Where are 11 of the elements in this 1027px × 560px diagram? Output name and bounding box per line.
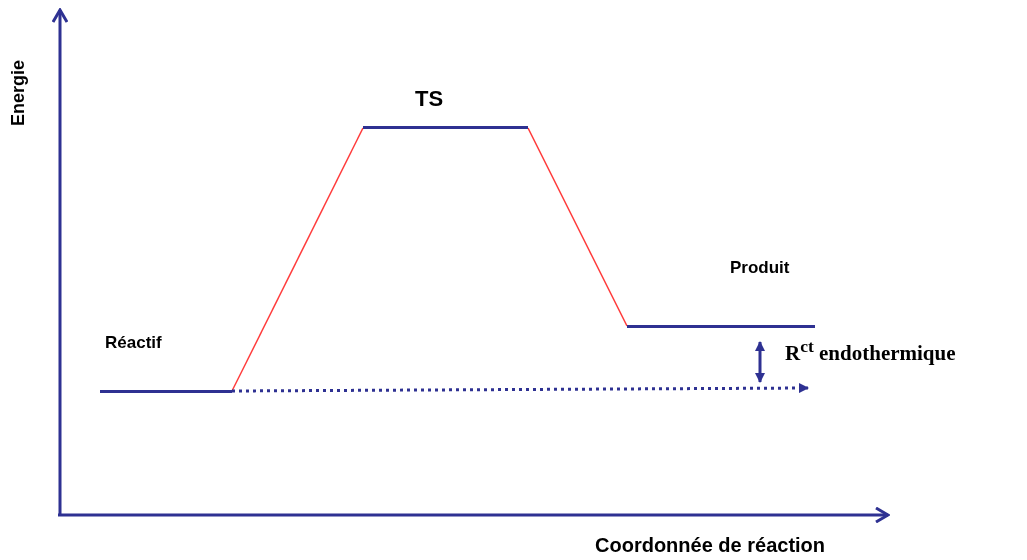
connector-line xyxy=(231,127,364,392)
axis-title: Energie xyxy=(8,59,29,126)
dotted-arrow xyxy=(232,383,809,394)
annotation-text: R$^{ct}$ endothermique xyxy=(785,336,956,366)
energy-level xyxy=(627,258,815,328)
energy-level xyxy=(100,333,232,393)
level-label: Réactif xyxy=(105,333,162,353)
level-label: TS xyxy=(415,86,444,112)
connector-line xyxy=(527,127,628,327)
level-label: Produit xyxy=(730,258,790,278)
axis-title: Coordonnée de réaction xyxy=(595,534,826,557)
